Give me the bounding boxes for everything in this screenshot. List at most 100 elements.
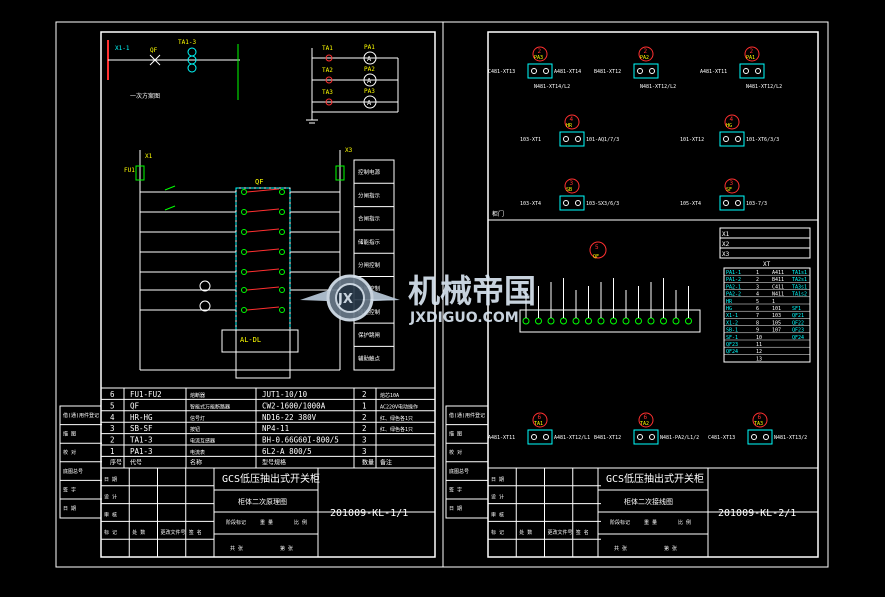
margin-label: 校 对 bbox=[63, 449, 76, 456]
bom-cell-no: 4 bbox=[110, 413, 115, 422]
bom-cell-code: HR-HG bbox=[130, 413, 153, 422]
title-cell-mid: 第 张 bbox=[280, 545, 293, 552]
terminal-cell-a: PA2-1 bbox=[726, 284, 741, 290]
qf-terminal bbox=[647, 317, 655, 325]
device-tag: TA2 bbox=[640, 421, 649, 427]
device-id: 2 bbox=[750, 48, 754, 55]
side-label: 辅助触点 bbox=[358, 354, 381, 362]
qf-contact-bar bbox=[246, 306, 280, 311]
margin-label: 借(通)用件登记 bbox=[449, 412, 485, 419]
qf-terminal bbox=[685, 317, 692, 325]
svg-text:A: A bbox=[367, 99, 372, 107]
bom-cell-name: 熔断器 bbox=[190, 392, 205, 399]
device-left-wire: C481-XT13 bbox=[708, 435, 735, 441]
device-id-circle bbox=[564, 178, 580, 194]
device-id: 3 bbox=[730, 180, 734, 187]
side-label: 分闸指示 bbox=[358, 191, 381, 199]
device-tag: SB bbox=[566, 187, 572, 193]
device-id-circle bbox=[724, 114, 740, 130]
device-left-wire: 103-XT4 bbox=[520, 201, 541, 207]
door-label: 柜门 bbox=[492, 210, 504, 218]
title-cell: 更改文件号 bbox=[161, 529, 186, 536]
margin-label: 借(通)用件登记 bbox=[63, 412, 99, 419]
qf-id: 5 bbox=[595, 244, 599, 251]
drawing-title-left: 柜体二次原理图 bbox=[238, 497, 287, 506]
terminal-cell-d: QF24 bbox=[792, 335, 804, 341]
device-tag: TA1 bbox=[534, 421, 543, 427]
title-cell: 签 名 bbox=[189, 529, 202, 536]
margin-label: 日 期 bbox=[63, 506, 76, 512]
terminal-cell-a: X1-1 bbox=[726, 313, 738, 319]
margin-label: 签 字 bbox=[449, 486, 462, 493]
device-body bbox=[739, 63, 765, 79]
device-tag: PA1 bbox=[746, 55, 755, 61]
qf-terminal bbox=[522, 317, 530, 325]
ct-label-3: TA3 bbox=[322, 89, 333, 96]
ct-label-2: TA2 bbox=[322, 67, 333, 74]
qf-contact-bar bbox=[246, 208, 280, 213]
one-line-tag-ta: TA1-3 bbox=[178, 39, 196, 46]
terminal-cell-b: 2 bbox=[756, 277, 759, 283]
qf-contact-right bbox=[279, 269, 285, 275]
device-left-wire: A481-XT11 bbox=[488, 435, 515, 441]
bom-cell-name: 智能式万能断路器 bbox=[190, 403, 230, 410]
qf-terminal bbox=[622, 317, 630, 325]
device-body bbox=[633, 63, 659, 79]
device-body bbox=[527, 429, 553, 445]
margin-label: 底图总号 bbox=[63, 468, 83, 475]
terminal-cell-b: 7 bbox=[756, 313, 759, 319]
device-right-wire: 101-AQ1/7/3 bbox=[586, 137, 619, 143]
bom-header-no: 序号 bbox=[110, 458, 122, 466]
bom-cell-code: FU1-FU2 bbox=[130, 390, 162, 399]
terminal-cell-a: PA1-1 bbox=[726, 270, 741, 276]
svg-text:A: A bbox=[367, 55, 372, 63]
title-cell-mid: 阶段标记 bbox=[226, 519, 246, 526]
al-label: AL-DL bbox=[240, 336, 261, 344]
x3-label: X3 bbox=[345, 147, 353, 154]
device-id-circle bbox=[744, 46, 760, 62]
title-cell: 设 计 bbox=[104, 494, 117, 501]
title-cell: 审 核 bbox=[104, 511, 117, 518]
terminal-cell-a: PA1-2 bbox=[726, 277, 741, 283]
qf-contact-right bbox=[279, 189, 285, 195]
terminal-cell-b: 9 bbox=[756, 328, 759, 334]
outer-frame-left bbox=[55, 21, 444, 568]
device-left-wire: B481-XT12 bbox=[594, 435, 621, 441]
terminal-cell-d: QF23 bbox=[792, 328, 804, 334]
device-id-circle bbox=[638, 46, 654, 62]
terminal-cell-b: 10 bbox=[756, 335, 762, 341]
terminal-cell-a: SB-1 bbox=[726, 328, 738, 334]
device-bottom-wire: N481-XT12/L2 bbox=[746, 84, 782, 90]
title-cell: 处 数 bbox=[519, 529, 532, 536]
device-tag: HG bbox=[726, 123, 732, 129]
device-id: 6 bbox=[758, 414, 762, 421]
bom-cell-model: BH-0.66G60I-800/5 bbox=[262, 436, 339, 445]
terminal-cell-d: TA3s1 bbox=[792, 284, 807, 290]
qf-contact-left bbox=[241, 229, 247, 235]
device-right-wire: N481-XT13/2 bbox=[774, 435, 807, 441]
qf-contact-left bbox=[241, 249, 247, 255]
device-right-wire: 101-XT6/3/3 bbox=[746, 137, 779, 143]
device-right-wire: A481-XT12/L1 bbox=[554, 435, 590, 441]
qf-terminal bbox=[535, 317, 542, 325]
terminal-cell-d: QF22 bbox=[792, 320, 804, 326]
qf-terminal bbox=[610, 317, 617, 325]
svg-text:A: A bbox=[367, 77, 372, 85]
device-id-circle bbox=[532, 412, 548, 428]
title-cell-mid: 共 张 bbox=[230, 545, 243, 552]
tb-xt: XT bbox=[763, 261, 771, 268]
bom-header-name: 名称 bbox=[190, 458, 202, 466]
device-left-wire: B481-XT12 bbox=[594, 69, 621, 75]
qf-terminal bbox=[547, 317, 555, 325]
device-id-circle bbox=[752, 412, 768, 428]
terminal-cell-b: 4 bbox=[756, 292, 759, 298]
device-id: 2 bbox=[538, 48, 542, 55]
x1-label: X1 bbox=[145, 153, 153, 160]
company-right: GCS低压抽出式开关柜 bbox=[606, 472, 704, 485]
qf-contact-bar bbox=[246, 248, 280, 253]
qf-contact-bar bbox=[246, 228, 280, 233]
device-id-circle bbox=[564, 114, 580, 130]
bom-cell-note: 熔芯10A bbox=[380, 392, 399, 399]
ct-label-1: TA1 bbox=[322, 45, 333, 52]
